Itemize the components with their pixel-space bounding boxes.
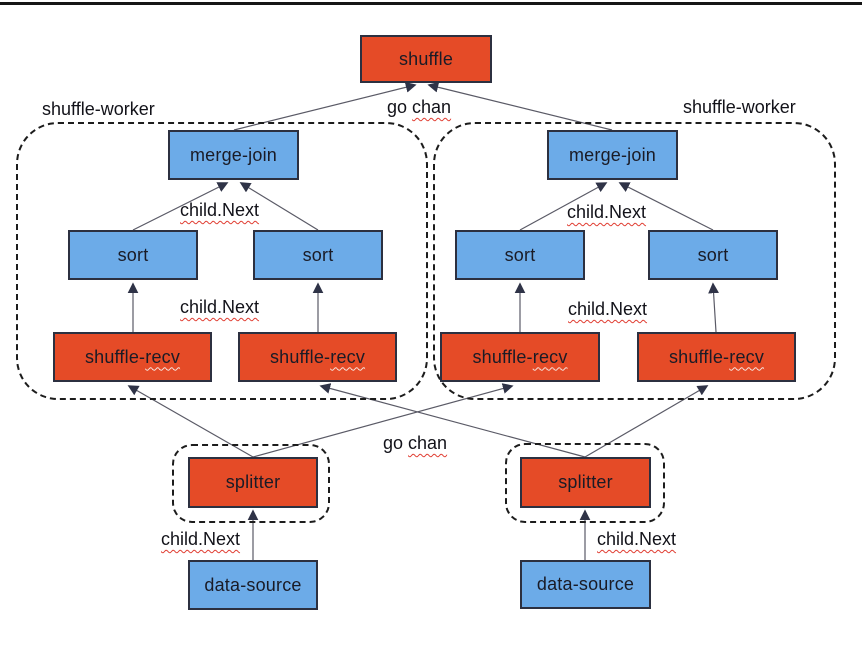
node-shuffle-recv-4[interactable]: shuffle-recv: [637, 332, 796, 382]
node-merge-join-label: merge-join: [189, 144, 278, 165]
node-data-source-label: data-source: [204, 574, 302, 595]
splitter-pod-right[interactable]: [505, 443, 665, 523]
node-shuffle-recv-label: shuffle-recv: [85, 347, 180, 368]
label-child-next-bottom-right[interactable]: child.Next: [597, 529, 677, 549]
node-sort-4[interactable]: sort: [648, 230, 778, 280]
shuffle-worker-group-right[interactable]: [433, 122, 836, 400]
shuffle-recv-prefix-text: shuffle-: [84, 346, 146, 367]
shuffle-recv-misspelled-text: recv: [729, 346, 765, 367]
shuffle-recv-prefix-text: shuffle-: [269, 346, 331, 367]
shuffle-worker-group-left[interactable]: [16, 122, 428, 400]
node-shuffle-label: shuffle: [398, 48, 454, 69]
node-sort-label: sort: [504, 244, 536, 265]
shuffle-recv-misspelled-text: recv: [145, 346, 181, 367]
node-splitter-right[interactable]: splitter: [520, 457, 651, 508]
label-child-next-upper-left[interactable]: child.Next: [180, 200, 260, 220]
node-sort-label: sort: [302, 244, 334, 265]
go-chan-text: go: [387, 97, 408, 117]
label-child-next-lower-right[interactable]: child.Next: [568, 299, 648, 319]
node-data-source-label: data-source: [536, 574, 635, 594]
node-sort-label: sort: [117, 244, 149, 265]
shuffle-recv-misspelled-text: recv: [330, 346, 366, 367]
label-child-next-lower-left[interactable]: child.Next: [180, 297, 260, 317]
go-chan-misspelled-text: chan: [408, 433, 448, 453]
go-chan-text: go: [383, 433, 404, 453]
label-child-next-upper-right[interactable]: child.Next: [567, 202, 647, 222]
node-shuffle-recv-2[interactable]: shuffle-recv: [238, 332, 397, 382]
node-merge-join-left[interactable]: merge-join: [168, 130, 299, 180]
label-child-next-bottom-left[interactable]: child.Next: [161, 529, 241, 549]
splitter-pod-left[interactable]: [172, 444, 330, 523]
node-splitter-left[interactable]: splitter: [188, 457, 318, 508]
node-splitter-label: splitter: [558, 472, 613, 492]
node-splitter-label: splitter: [225, 472, 281, 492]
label-shuffle-worker-left[interactable]: shuffle-worker: [42, 99, 155, 119]
shuffle-recv-prefix-text: shuffle-: [472, 346, 533, 367]
node-shuffle-recv-label: shuffle-recv: [669, 347, 764, 368]
node-data-source-left[interactable]: data-source: [188, 560, 318, 610]
node-sort-1[interactable]: sort: [68, 230, 198, 280]
node-sort-label: sort: [697, 244, 729, 265]
node-sort-2[interactable]: sort: [253, 230, 383, 280]
node-shuffle-recv-1[interactable]: shuffle-recv: [53, 332, 212, 382]
label-shuffle-worker-right[interactable]: shuffle-worker: [683, 97, 796, 117]
node-merge-join-label: merge-join: [568, 144, 657, 165]
go-chan-misspelled-text: chan: [412, 97, 452, 117]
node-shuffle-recv-label: shuffle-recv: [472, 347, 567, 368]
shuffle-recv-misspelled-text: recv: [532, 346, 568, 367]
node-data-source-right[interactable]: data-source: [520, 560, 651, 609]
node-sort-3[interactable]: sort: [455, 230, 585, 280]
top-divider-rule: [0, 2, 862, 5]
node-shuffle-recv-label: shuffle-recv: [270, 347, 365, 368]
node-shuffle-recv-3[interactable]: shuffle-recv: [440, 332, 600, 382]
node-shuffle[interactable]: shuffle: [360, 35, 492, 83]
shuffle-recv-prefix-text: shuffle-: [668, 346, 730, 367]
node-merge-join-right[interactable]: merge-join: [547, 130, 678, 180]
